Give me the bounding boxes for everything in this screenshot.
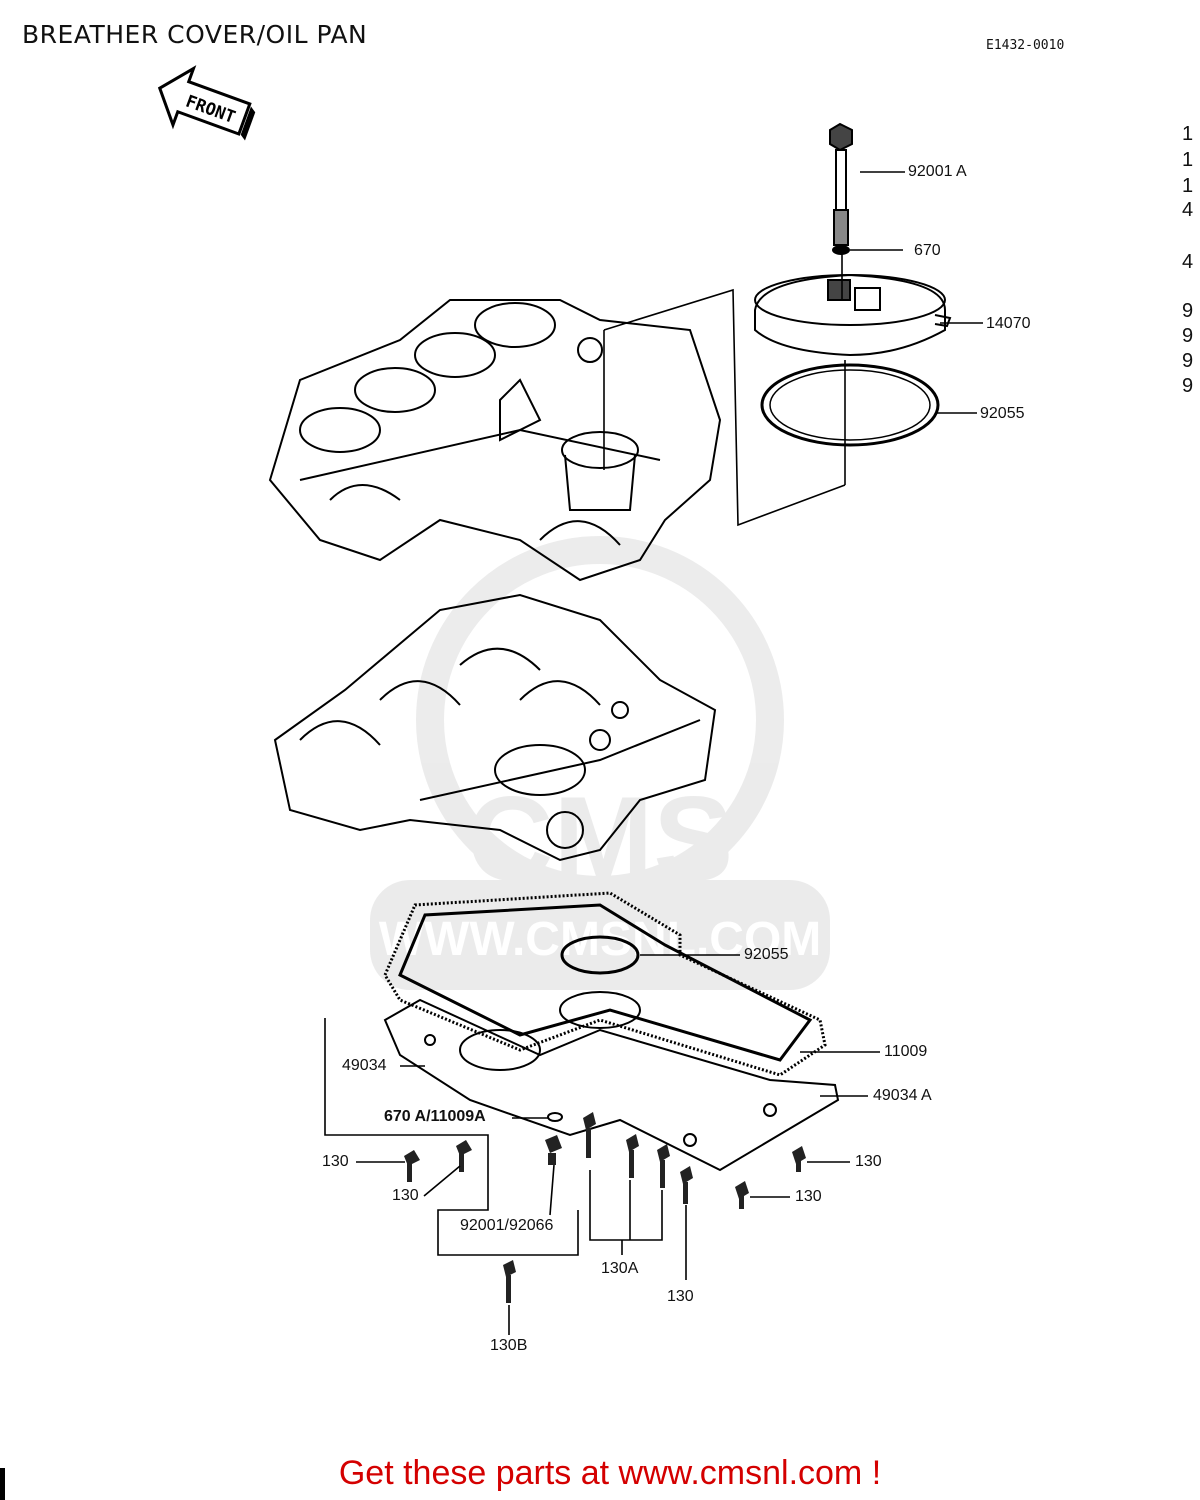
callout-130b: 130B: [490, 1337, 528, 1354]
edge-list-item: 1: [1182, 175, 1194, 197]
bolt-130-left-1: [404, 1150, 420, 1182]
callout-11009: 11009: [884, 1043, 928, 1060]
edge-list-item: 9: [1182, 325, 1194, 347]
washer-670a: [547, 1112, 563, 1122]
drain-plug-92001: [545, 1135, 562, 1165]
edge-list-item: 9: [1182, 375, 1194, 397]
watermark-logo: CMS WWW.CMSNL.COM: [370, 536, 830, 990]
callout-130-right-1: 130: [855, 1153, 882, 1170]
callout-130-right-2: 130: [795, 1188, 822, 1205]
edge-list-item: 4: [1182, 199, 1194, 221]
oil-pan-49034: [383, 991, 840, 1172]
breather-bolt-92001a: [829, 122, 853, 246]
o-ring-92055-top: [760, 363, 940, 447]
callout-130-left-1: 130: [322, 1153, 349, 1170]
callout-670a-11009a: 670 A/11009A: [384, 1108, 486, 1125]
bolt-130-right-2: [735, 1181, 749, 1209]
washer-670: [832, 245, 850, 255]
callout-14070: 14070: [986, 315, 1031, 332]
edge-list-item: 1: [1182, 123, 1194, 145]
breather-cover-14070: [754, 273, 952, 357]
callout-49034: 49034: [342, 1057, 387, 1074]
edge-list-item: 4: [1182, 251, 1194, 273]
bolt-130b: [503, 1260, 516, 1303]
bolt-130a-2: [626, 1134, 639, 1178]
edge-list-item: 1: [1182, 149, 1194, 171]
diagram-code: E1432-0010: [986, 38, 1065, 53]
corner-mark: [0, 1468, 5, 1500]
callout-130a: 130A: [601, 1260, 639, 1277]
callout-92055-pan: 92055: [744, 946, 789, 963]
watermark-site: WWW.CMSNL.COM: [379, 913, 822, 966]
callout-130-left-2: 130: [392, 1187, 419, 1204]
footer-link[interactable]: Get these parts at www.cmsnl.com !: [0, 1454, 1200, 1493]
callout-92001a: 92001 A: [908, 163, 967, 180]
lower-crankcase: [273, 593, 717, 862]
oil-pan-gasket-11009: [383, 891, 827, 1077]
callout-49034a: 49034 A: [873, 1087, 932, 1104]
watermark-brand: CMS: [467, 772, 734, 906]
upper-crankcase: [268, 299, 722, 582]
bolt-130a-3: [657, 1144, 670, 1188]
page-title: BREATHER COVER/OIL PAN: [22, 20, 368, 49]
bolt-130-left-2: [456, 1140, 472, 1172]
edge-list-item: 9: [1182, 300, 1194, 322]
front-arrow-icon: FRONT: [157, 65, 256, 141]
bolt-130-bottom: [680, 1166, 693, 1204]
bolt-130-right-1: [792, 1146, 806, 1172]
footer-text[interactable]: Get these parts at www.cmsnl.com !: [338, 1454, 882, 1492]
callout-92001-92066: 92001/92066: [460, 1217, 554, 1234]
callout-130-bottom: 130: [667, 1288, 694, 1305]
edge-list-item: 9: [1182, 350, 1194, 372]
callout-670: 670: [914, 242, 941, 259]
callout-92055-top: 92055: [980, 405, 1025, 422]
oil-pan-o-ring-92055: [560, 935, 640, 975]
bolt-130a-1: [583, 1112, 596, 1158]
